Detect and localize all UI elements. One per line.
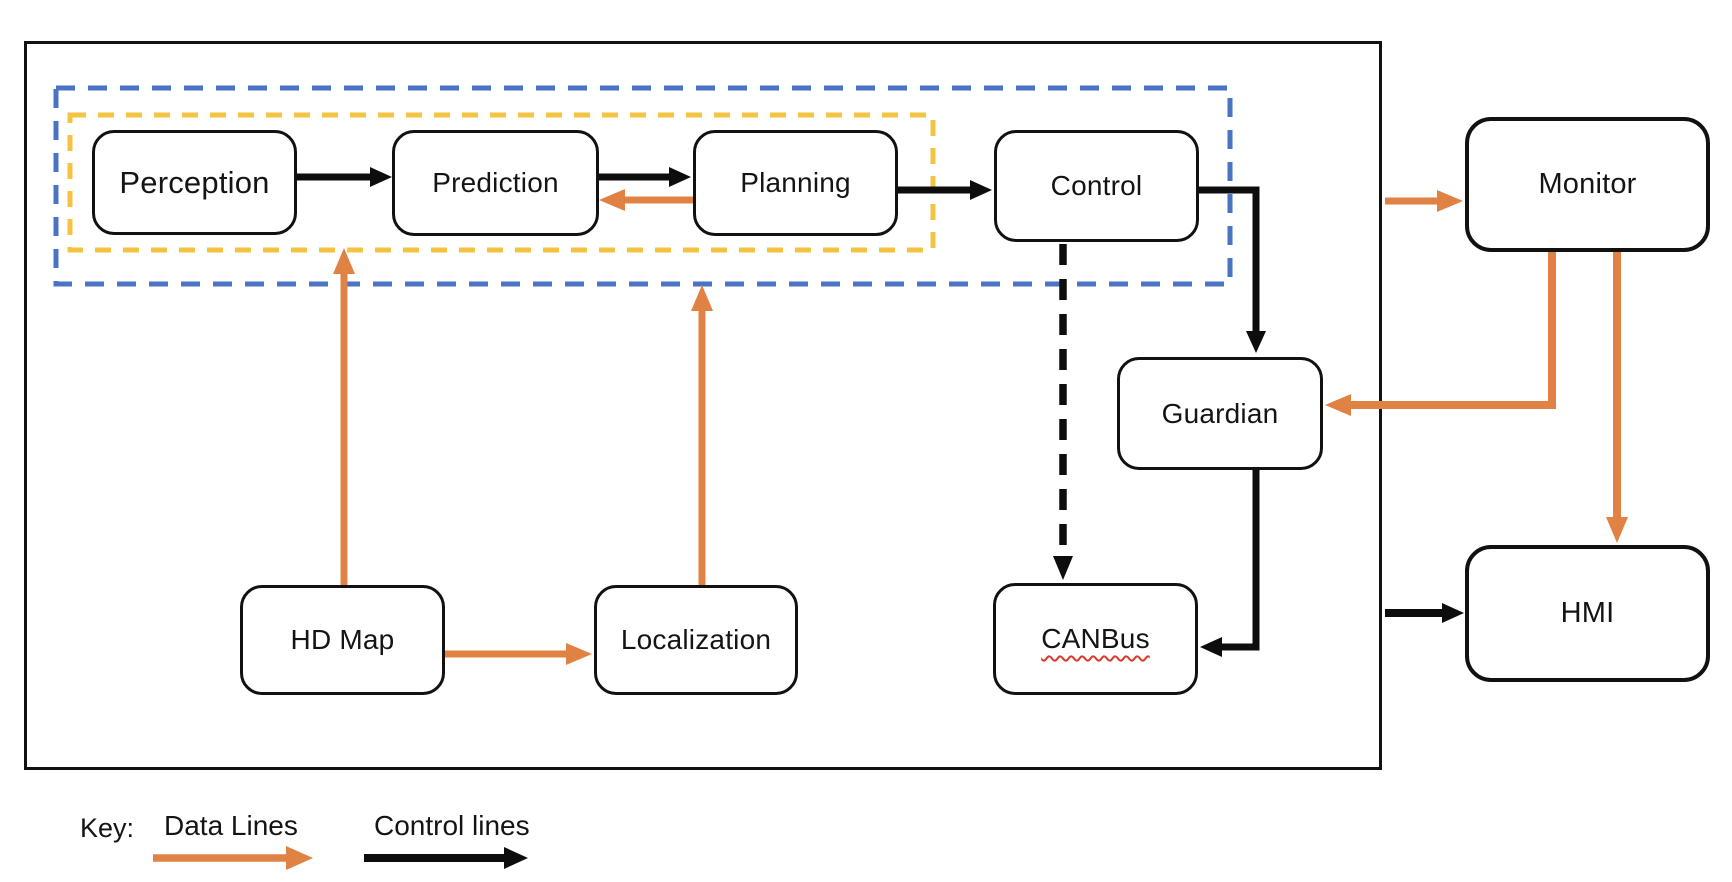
node-hmi-label: HMI	[1560, 597, 1615, 629]
node-hdmap: HD Map	[240, 585, 445, 695]
node-localization: Localization	[594, 585, 798, 695]
node-perception-label: Perception	[119, 164, 270, 200]
edge-system-to-hmi	[1385, 603, 1464, 623]
node-hmi: HMI	[1465, 545, 1710, 682]
node-canbus: CANBus	[993, 583, 1198, 695]
node-monitor: Monitor	[1465, 117, 1710, 252]
node-monitor-label: Monitor	[1538, 168, 1637, 200]
node-guardian: Guardian	[1117, 357, 1323, 470]
edge-monitor-to-hmi	[1606, 252, 1628, 543]
legend-control-lines-label: Control lines	[374, 810, 530, 841]
node-hdmap-label: HD Map	[290, 624, 395, 655]
node-canbus-label: CANBus	[1041, 623, 1150, 654]
node-guardian-label: Guardian	[1161, 397, 1279, 429]
node-control-label: Control	[1050, 170, 1143, 201]
node-prediction-label: Prediction	[432, 167, 559, 198]
node-planning-label: Planning	[740, 167, 851, 198]
node-localization-label: Localization	[620, 624, 772, 655]
legend-key-label: Key:	[80, 813, 135, 843]
legend-data-lines-label: Data Lines	[164, 810, 298, 841]
node-planning: Planning	[693, 130, 898, 236]
edge-system-to-monitor	[1385, 190, 1463, 212]
node-control: Control	[994, 130, 1199, 242]
node-perception: Perception	[92, 130, 297, 235]
legend-control-line-arrow	[364, 847, 528, 869]
legend-data-line-arrow	[153, 846, 313, 870]
node-prediction: Prediction	[392, 130, 599, 236]
